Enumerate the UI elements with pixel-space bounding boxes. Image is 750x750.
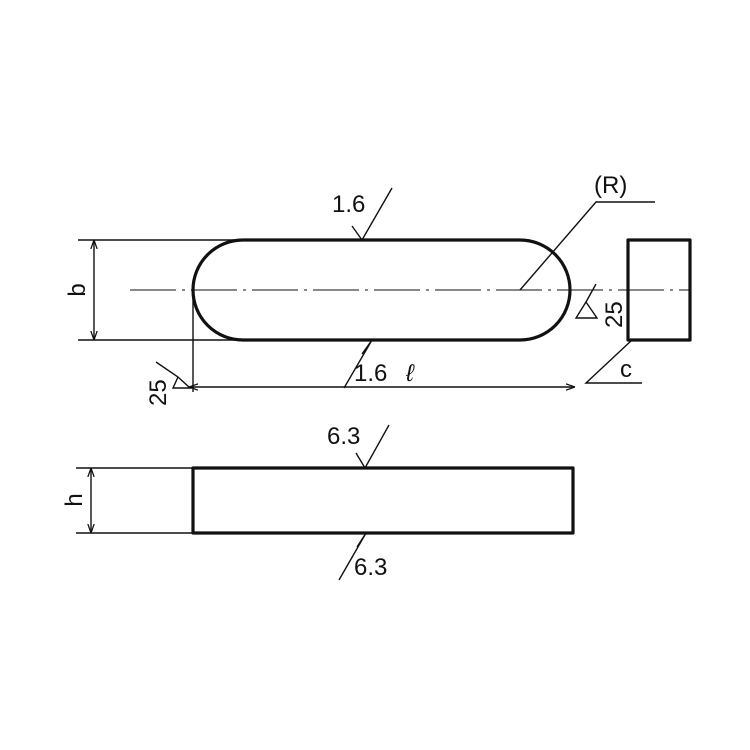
left-end-finish-symbol: [155, 361, 192, 389]
top-finish-value: 1.6: [332, 191, 365, 218]
bottom-finish-value: 1.6: [354, 360, 387, 387]
top-finish-symbol: [351, 187, 393, 242]
bottom-finish-symbol: [343, 339, 373, 389]
chamfer-label: c: [620, 356, 632, 383]
length-symbol: ℓ: [405, 360, 415, 387]
right-end-finish-symbol: [574, 283, 599, 319]
left-end-finish-value: 25: [145, 379, 172, 406]
side-top-finish-symbol: [355, 424, 390, 470]
radius-leader: [519, 201, 655, 291]
side-bottom-finish-symbol: [338, 532, 367, 581]
side-top-finish-value: 6.3: [327, 423, 360, 450]
key-top-outline: [191, 238, 572, 342]
h-label: h: [61, 493, 88, 506]
radius-label: (R): [594, 172, 627, 199]
b-label: b: [64, 283, 91, 296]
key-front-view: [191, 466, 575, 535]
side-bottom-finish-value: 6.3: [354, 554, 387, 581]
chamfer-leader: [584, 339, 642, 384]
key-end-view: [626, 238, 692, 342]
right-end-finish-value: 25: [601, 301, 628, 328]
